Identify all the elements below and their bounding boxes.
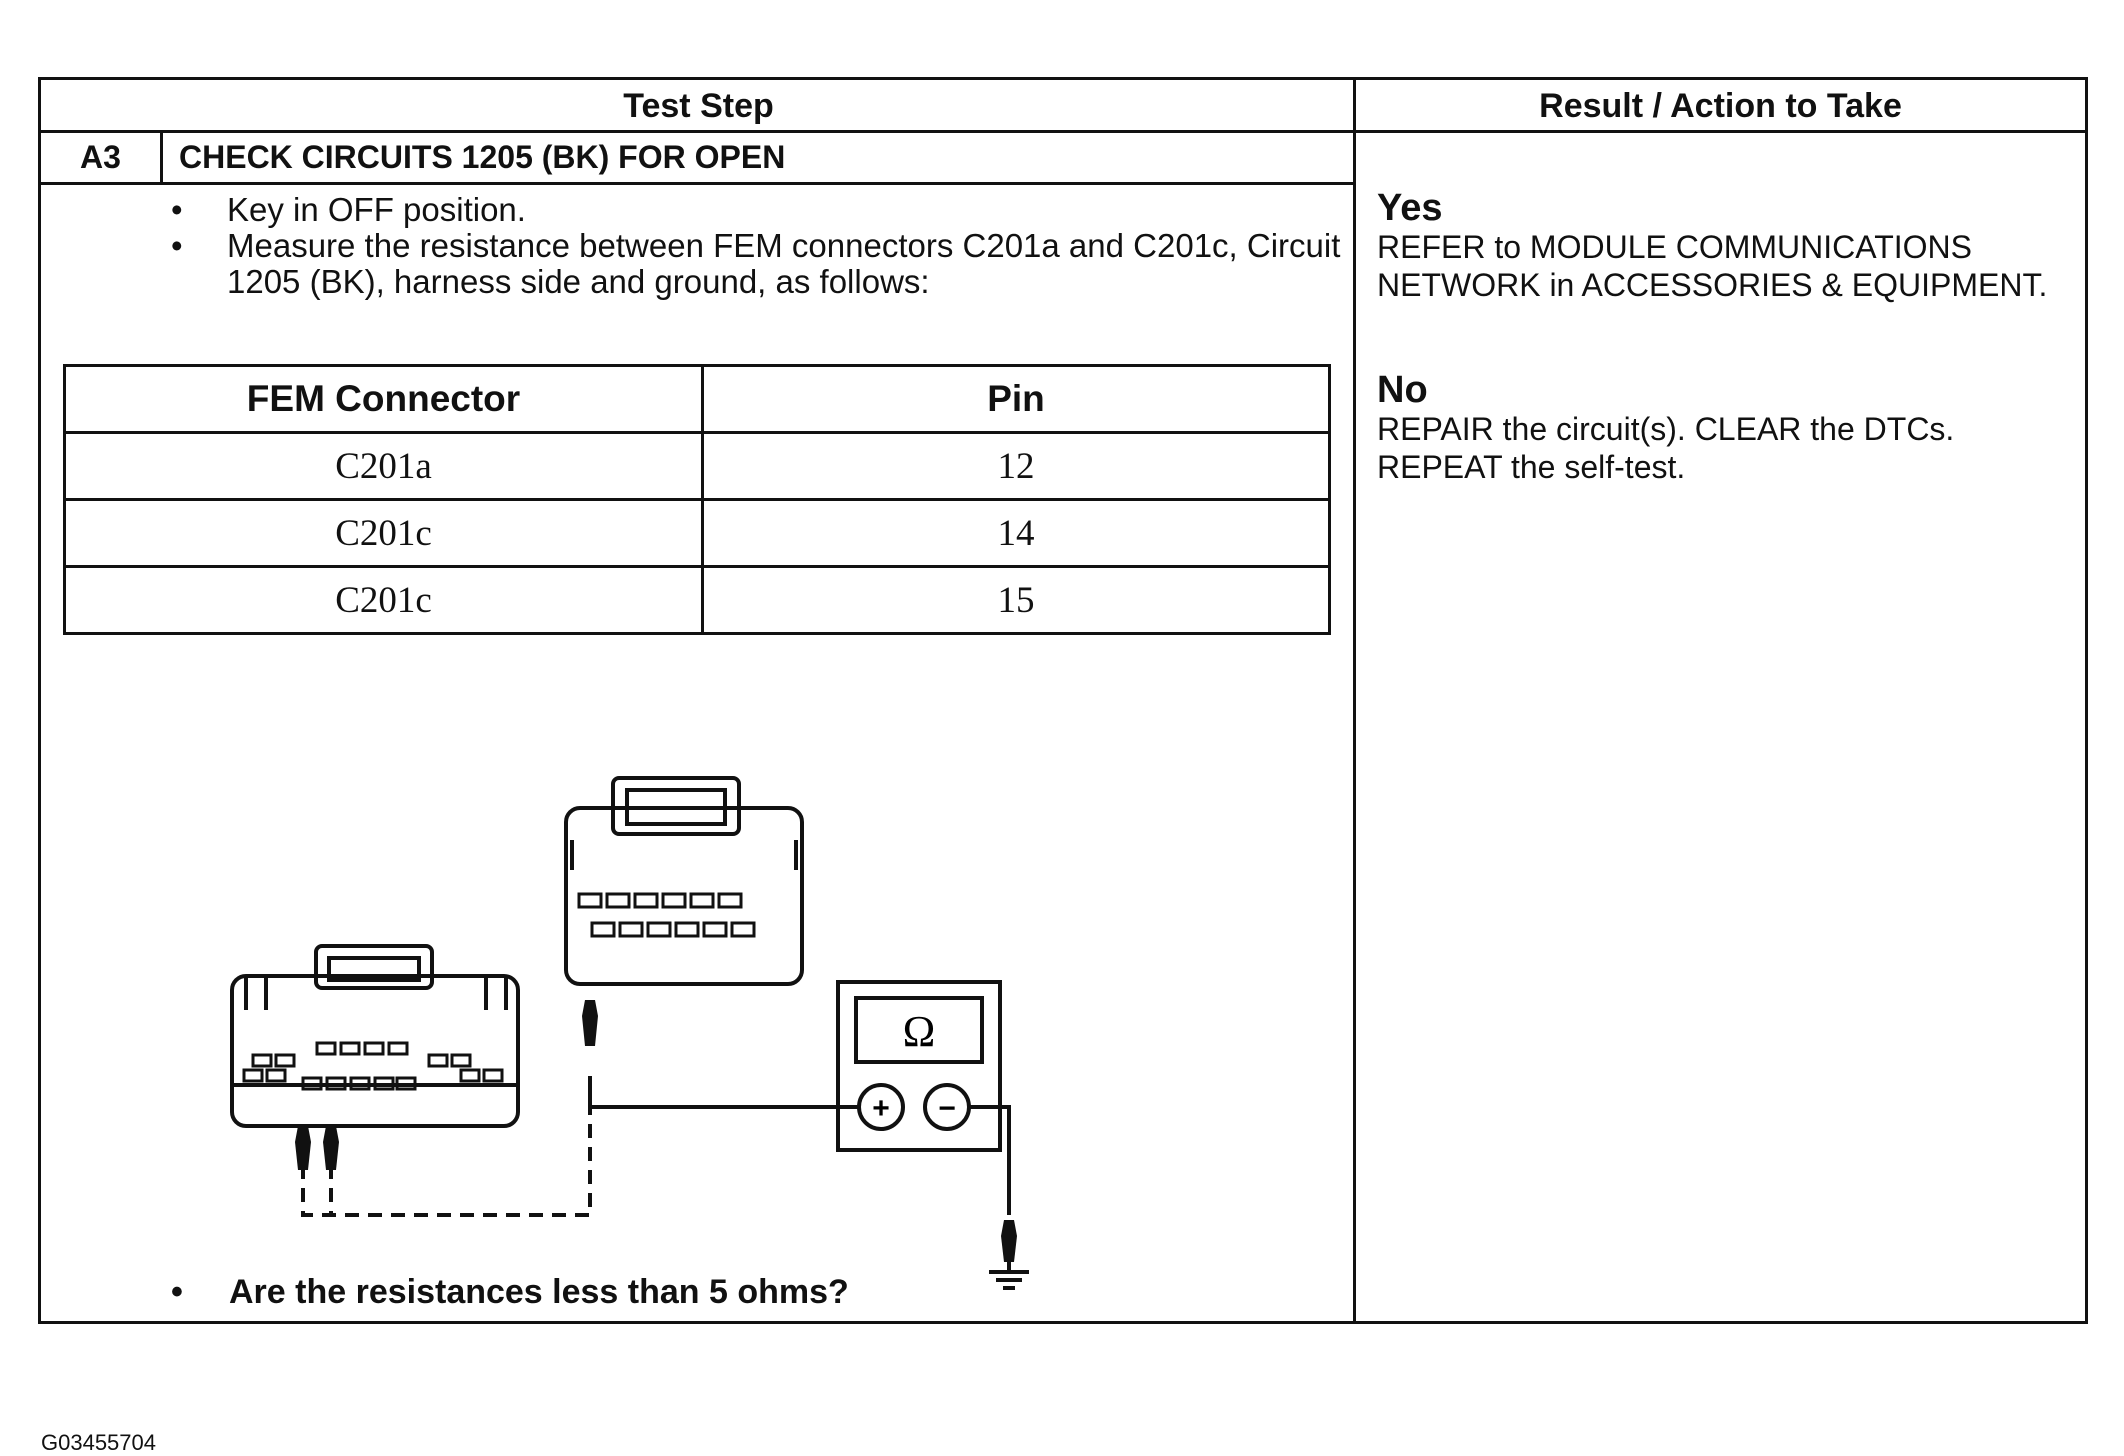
result-yes-title: Yes xyxy=(1377,187,1443,229)
step-row: A3 CHECK CIRCUITS 1205 (BK) FOR OPEN xyxy=(41,133,1353,185)
column-header-connector: FEM Connector xyxy=(63,364,704,434)
table-header-row: FEM Connector Pin xyxy=(63,364,1331,434)
pin-cell: 14 xyxy=(701,498,1331,568)
result-action-header: Result / Action to Take xyxy=(1356,80,2085,133)
plus-terminal: + xyxy=(872,1092,890,1125)
wiring-diagram: Ω + − xyxy=(230,776,1029,1290)
column-header-pin: Pin xyxy=(701,364,1331,434)
connector-cell: C201c xyxy=(63,498,704,568)
connector-icon xyxy=(230,944,520,1128)
table-row: C201c 15 xyxy=(63,565,1331,635)
bullet-icon: • xyxy=(171,1273,183,1311)
connector-cell: C201a xyxy=(63,431,704,501)
table-row: C201a 12 xyxy=(63,431,1331,501)
question-text: Are the resistances less than 5 ohms? xyxy=(229,1273,849,1311)
instruction-item: Measure the resistance between FEM conne… xyxy=(171,228,1341,300)
ground-icon xyxy=(989,1255,1029,1290)
test-question: • Are the resistances less than 5 ohms? xyxy=(171,1273,849,1312)
pin-cell: 12 xyxy=(701,431,1331,501)
step-title: CHECK CIRCUITS 1205 (BK) FOR OPEN xyxy=(179,139,786,175)
result-no-line: REPAIR the circuit(s). CLEAR the DTCs. xyxy=(1377,411,1955,447)
table-row: C201c 14 xyxy=(63,498,1331,568)
test-step-table: Test Step Result / Action to Take A3 CHE… xyxy=(38,77,2088,1455)
connector-pin-table: FEM Connector Pin C201a 12 C201c 14 C201… xyxy=(63,364,1331,635)
connector-icon xyxy=(564,776,804,986)
result-yes: Yes REFER to MODULE COMMUNICATIONS NETWO… xyxy=(1377,188,2047,304)
pin-cell: 15 xyxy=(701,565,1331,635)
ohm-symbol: Ω xyxy=(903,1007,936,1056)
instruction-list: Key in OFF position. Measure the resista… xyxy=(171,192,1341,300)
probe-icon xyxy=(295,1000,1017,1262)
column-divider xyxy=(1353,80,1356,1321)
step-id: A3 xyxy=(41,133,163,182)
instruction-item: Key in OFF position. xyxy=(171,192,1341,229)
result-yes-line: NETWORK in ACCESSORIES & EQUIPMENT. xyxy=(1377,267,2048,303)
connector-cell: C201c xyxy=(63,565,704,635)
minus-terminal: − xyxy=(938,1092,956,1125)
result-no: No REPAIR the circuit(s). CLEAR the DTCs… xyxy=(1377,370,1954,486)
test-step-header: Test Step xyxy=(41,80,1356,133)
result-yes-line: REFER to MODULE COMMUNICATIONS xyxy=(1377,229,1972,265)
figure-id: G03455704 xyxy=(41,1430,156,1455)
result-no-line: REPEAT the self-test. xyxy=(1377,449,1686,485)
result-no-title: No xyxy=(1377,369,1428,411)
